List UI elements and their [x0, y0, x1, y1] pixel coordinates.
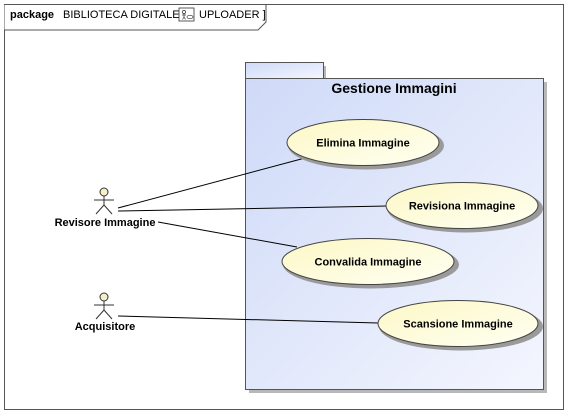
use-case-scansione[interactable]: Scansione Immagine	[377, 300, 543, 351]
frame-keyword: package	[10, 9, 54, 21]
frame-name: BIBLIOTECA DIGITALE [	[63, 9, 186, 21]
use-case-label: Revisiona Immagine	[409, 201, 515, 213]
actor-stick-figure-icon	[94, 187, 114, 215]
assoc-acquisitore-scansione[interactable]	[117, 315, 379, 324]
diagram-icon	[178, 7, 195, 22]
actor-acquisitore[interactable]: Acquisitore	[75, 292, 136, 333]
use-case-elimina[interactable]: Elimina Immagine	[286, 119, 444, 170]
use-case-revisiona[interactable]: Revisiona Immagine	[385, 182, 543, 233]
assoc-revisore-revisiona[interactable]	[117, 205, 387, 212]
actor-revisore-immagine[interactable]: Revisore Immagine	[55, 187, 156, 229]
frame-diagram-name: UPLOADER ]	[199, 9, 266, 21]
actor-label: Acquisitore	[75, 321, 136, 333]
actor-label: Revisore Immagine	[55, 217, 156, 229]
assoc-revisore-elimina[interactable]	[117, 157, 306, 209]
package-title: Gestione Immagini	[331, 80, 456, 96]
use-case-convalida[interactable]: Convalida Immagine	[281, 238, 459, 289]
assoc-revisore-convalida[interactable]	[157, 221, 298, 248]
actor-stick-figure-icon	[94, 292, 114, 320]
use-case-label: Elimina Immagine	[316, 138, 410, 150]
use-case-label: Scansione Immagine	[403, 319, 512, 331]
associations	[117, 157, 387, 324]
use-case-label: Convalida Immagine	[315, 257, 422, 269]
